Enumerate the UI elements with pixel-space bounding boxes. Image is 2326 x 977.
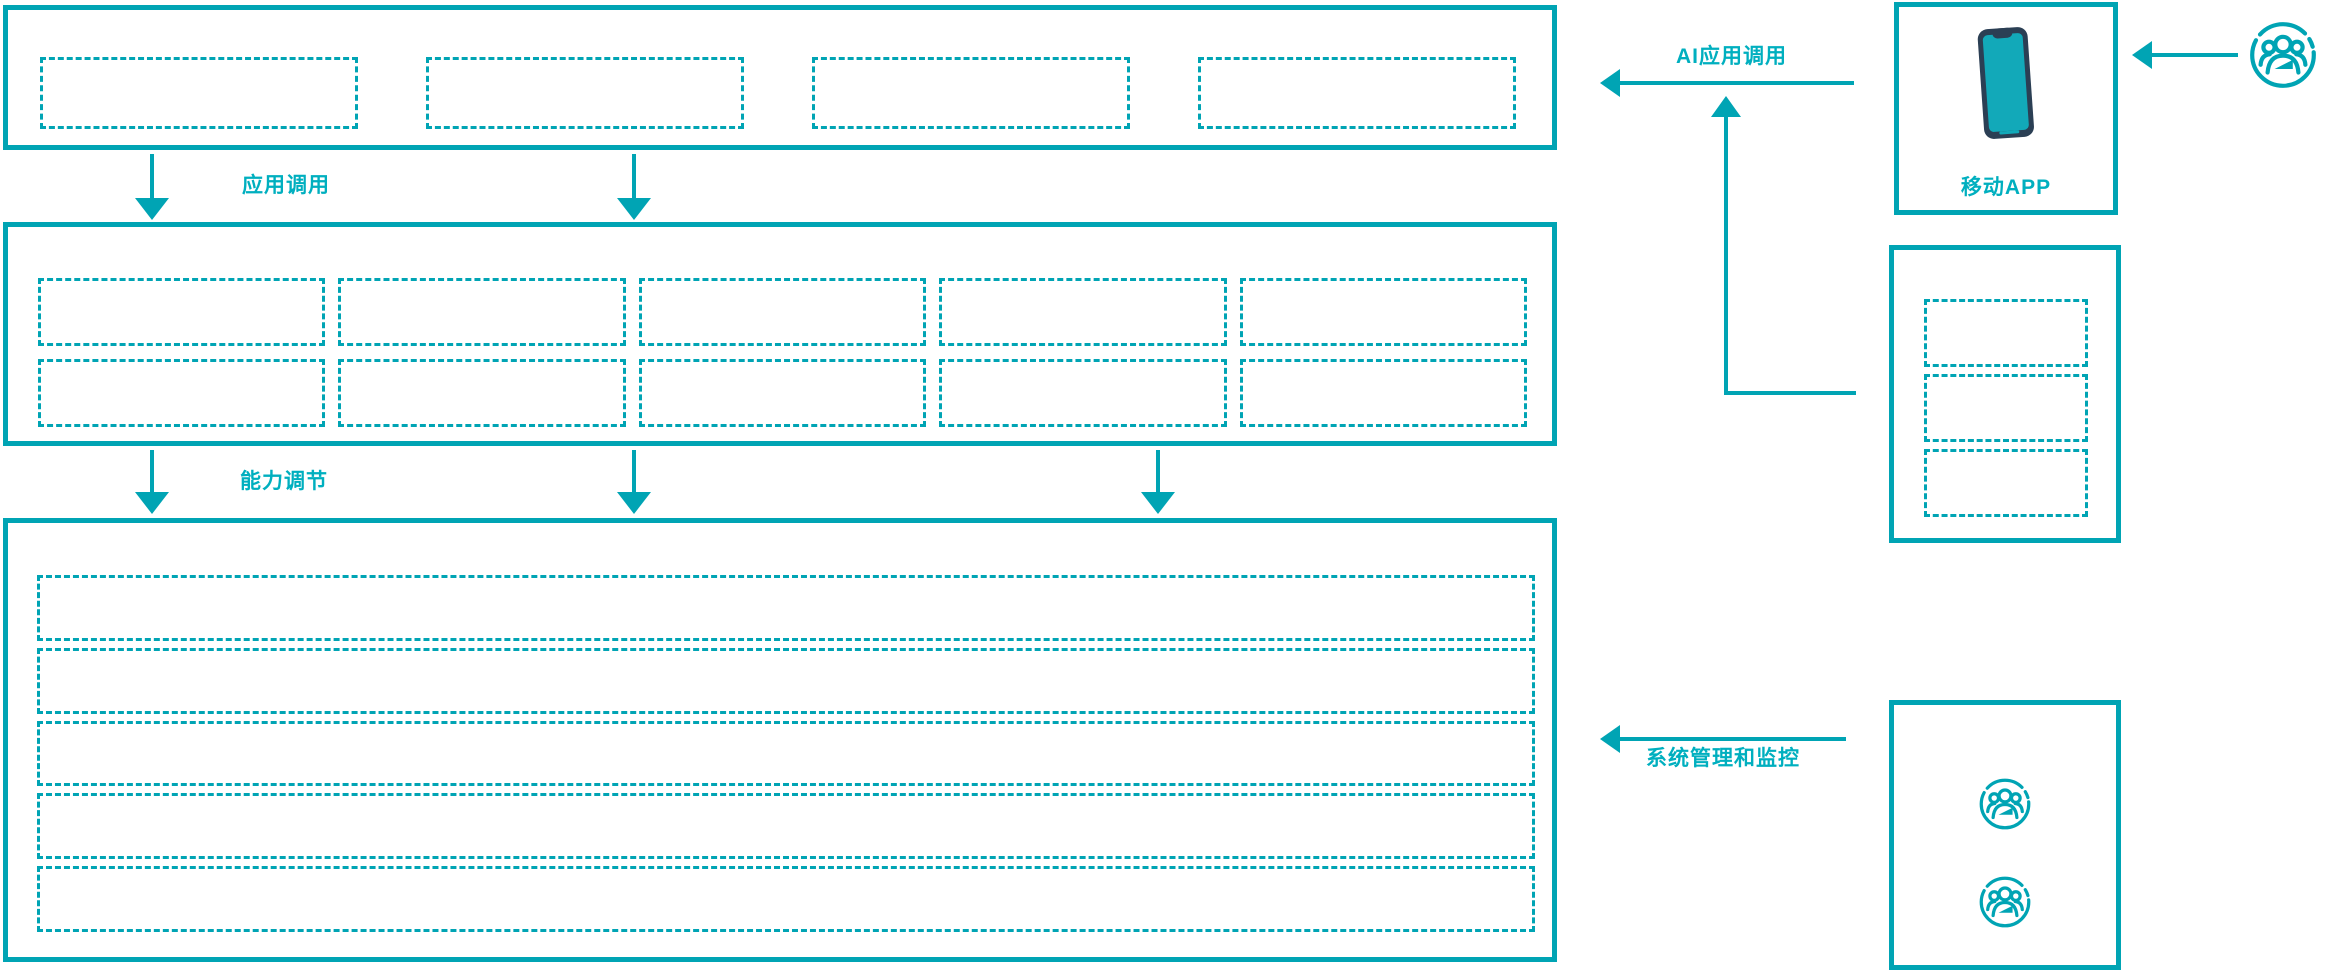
service-panel-box bbox=[1889, 245, 2121, 543]
placeholder-box bbox=[338, 359, 626, 427]
service-connector-line bbox=[1724, 114, 1728, 395]
admin-users-box bbox=[1889, 700, 2121, 970]
placeholder-box bbox=[939, 359, 1227, 427]
placeholder-box bbox=[1239, 278, 1527, 346]
user-group-icon bbox=[2248, 20, 2318, 90]
placeholder-box bbox=[38, 278, 326, 346]
left-arrow-icon bbox=[1600, 69, 1620, 97]
placeholder-box bbox=[426, 57, 744, 129]
placeholder-box bbox=[338, 278, 626, 346]
down-arrow-icon bbox=[617, 198, 651, 220]
down-arrow-shaft bbox=[150, 154, 154, 200]
sys-monitor-label: 系统管理和监控 bbox=[1646, 747, 1800, 770]
app-call-label: 应用调用 bbox=[242, 174, 330, 197]
placeholder-box bbox=[1924, 374, 2088, 442]
platform-layer-box bbox=[3, 518, 1557, 962]
mobile-app-label: 移动APP bbox=[1960, 176, 2052, 199]
user-group-icon bbox=[1979, 876, 2031, 928]
sys-monitor-line bbox=[1618, 737, 1846, 741]
mobile-app-box: 移动APP bbox=[1894, 2, 2118, 215]
service-connector-line bbox=[1724, 391, 1856, 395]
left-arrow-icon bbox=[2132, 41, 2152, 69]
user-group-icon bbox=[1979, 778, 2031, 830]
placeholder-box bbox=[1239, 359, 1527, 427]
capability-adjust-label: 能力调节 bbox=[240, 470, 328, 493]
down-arrow-icon bbox=[135, 492, 169, 514]
ai-call-line bbox=[1618, 81, 1854, 85]
left-arrow-icon bbox=[1600, 725, 1620, 753]
placeholder-box bbox=[638, 278, 927, 346]
placeholder-box bbox=[939, 278, 1227, 346]
placeholder-box bbox=[638, 359, 927, 427]
down-arrow-icon bbox=[135, 198, 169, 220]
capability-layer-box bbox=[3, 222, 1557, 446]
placeholder-box bbox=[812, 57, 1130, 129]
placeholder-box bbox=[37, 793, 1535, 860]
smartphone-icon bbox=[1977, 27, 2034, 139]
down-arrow-shaft bbox=[150, 450, 154, 494]
down-arrow-shaft bbox=[1156, 450, 1160, 494]
placeholder-box bbox=[1924, 299, 2088, 367]
placeholder-box bbox=[37, 647, 1535, 714]
placeholder-box bbox=[37, 866, 1535, 932]
down-arrow-shaft bbox=[632, 154, 636, 200]
placeholder-box bbox=[37, 575, 1535, 641]
user-to-app-line bbox=[2150, 53, 2238, 57]
placeholder-box bbox=[37, 720, 1535, 787]
placeholder-box bbox=[40, 57, 358, 129]
up-arrow-icon bbox=[1711, 96, 1741, 117]
placeholder-box bbox=[38, 359, 326, 427]
down-arrow-icon bbox=[1141, 492, 1175, 514]
down-arrow-shaft bbox=[632, 450, 636, 494]
ai-call-label: AI应用调用 bbox=[1676, 45, 1787, 68]
application-layer-box bbox=[3, 5, 1557, 150]
placeholder-box bbox=[1198, 57, 1516, 129]
down-arrow-icon bbox=[617, 492, 651, 514]
placeholder-box bbox=[1924, 449, 2088, 517]
